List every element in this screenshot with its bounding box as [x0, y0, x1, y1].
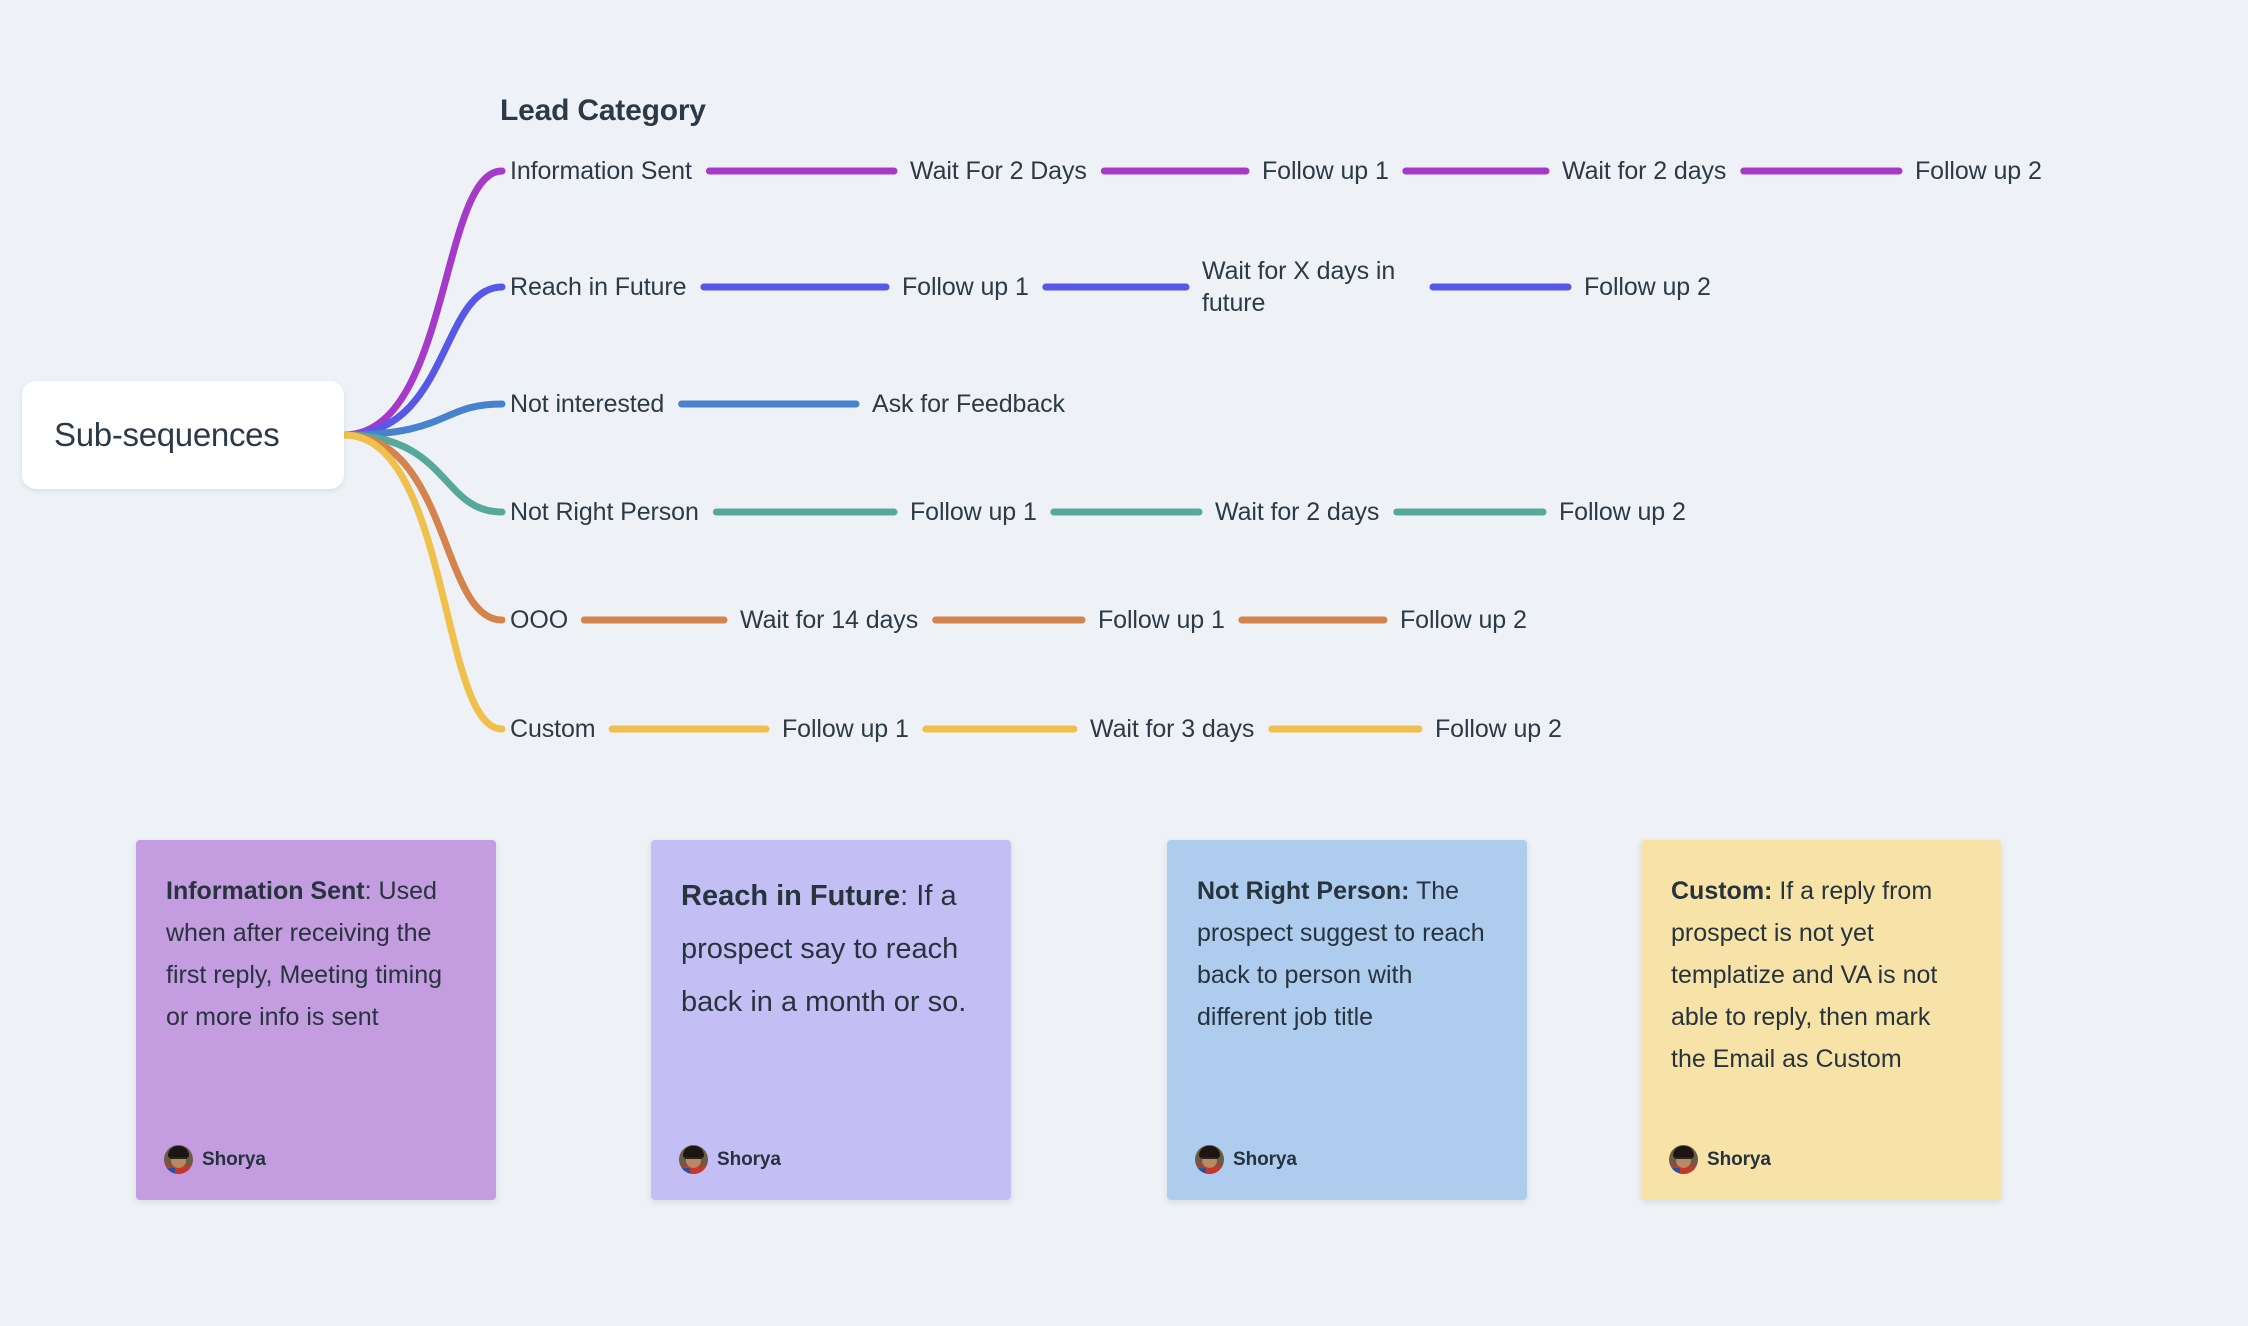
sticky-note-description: Used when after receiving the first repl… [166, 877, 443, 1031]
sticky-note-text: Custom: If a reply from prospect is not … [1671, 870, 1971, 1080]
avatar [164, 1145, 193, 1174]
sticky-note-title: Information Sent [166, 877, 365, 905]
note-author: Shorya [679, 1145, 781, 1174]
sticky-note[interactable]: Custom: If a reply from prospect is not … [1641, 840, 2001, 1200]
page-title: Lead Category [500, 94, 706, 127]
chain-node-label[interactable]: Wait for 2 days [1215, 498, 1380, 526]
chain-node-label[interactable]: Follow up 2 [1435, 715, 1562, 743]
sticky-note-text: Reach in Future: If a prospect say to re… [681, 870, 981, 1029]
chain-node-label[interactable]: Follow up 1 [782, 715, 909, 743]
root-node[interactable]: Sub-sequences [22, 381, 344, 489]
chain-node-label[interactable]: Wait for 14 days [740, 606, 919, 634]
chain-node-label[interactable]: Follow up 2 [1584, 273, 1711, 301]
chain-node-label[interactable]: Wait For 2 Days [910, 157, 1087, 185]
sticky-note-text: Information Sent: Used when after receiv… [166, 870, 466, 1038]
chain-node-label[interactable]: Follow up 1 [902, 273, 1029, 301]
avatar [1669, 1145, 1698, 1174]
author-name: Shorya [1233, 1148, 1297, 1170]
branch-label[interactable]: Not Right Person [510, 498, 699, 526]
sticky-note-title: Reach in Future [681, 880, 901, 912]
branch-label[interactable]: Not interested [510, 390, 665, 418]
chain-node-label[interactable]: Wait for X days in future [1202, 257, 1396, 317]
sticky-note-title: Custom: [1671, 877, 1773, 905]
note-author: Shorya [1195, 1145, 1297, 1174]
sticky-note[interactable]: Not Right Person: The prospect suggest t… [1167, 840, 1527, 1200]
sticky-note-title: Not Right Person: [1197, 877, 1410, 905]
root-node-label: Sub-sequences [54, 416, 280, 453]
author-name: Shorya [1707, 1148, 1771, 1170]
sticky-note-separator: : [364, 877, 372, 905]
chain-node-label[interactable]: Follow up 1 [1262, 157, 1389, 185]
branch-label[interactable]: OOO [510, 606, 569, 634]
chain-node-label[interactable]: Follow up 2 [1400, 606, 1527, 634]
chain-node-label[interactable]: Follow up 2 [1915, 157, 2042, 185]
branch-label[interactable]: Custom [510, 715, 596, 743]
sticky-note-description: The prospect suggest to reach back to pe… [1197, 877, 1485, 1031]
chain-node-label[interactable]: Follow up 1 [1098, 606, 1225, 634]
author-name: Shorya [202, 1148, 266, 1170]
sticky-note-description: If a reply from prospect is not yet temp… [1671, 877, 1938, 1073]
chain-node-label[interactable]: Ask for Feedback [872, 390, 1065, 418]
avatar [1195, 1145, 1224, 1174]
sticky-note[interactable]: Information Sent: Used when after receiv… [136, 840, 496, 1200]
chain-node-label[interactable]: Follow up 2 [1559, 498, 1686, 526]
note-author: Shorya [1669, 1145, 1771, 1174]
branch-label[interactable]: Reach in Future [510, 273, 687, 301]
branch-label[interactable]: Information Sent [510, 157, 692, 185]
avatar [679, 1145, 708, 1174]
chain-node-label[interactable]: Follow up 1 [910, 498, 1037, 526]
chain-node-label[interactable]: Wait for 2 days [1562, 157, 1727, 185]
note-author: Shorya [164, 1145, 266, 1174]
sticky-note[interactable]: Reach in Future: If a prospect say to re… [651, 840, 1011, 1200]
sticky-note-text: Not Right Person: The prospect suggest t… [1197, 870, 1497, 1038]
chain-node-label[interactable]: Wait for 3 days [1090, 715, 1255, 743]
author-name: Shorya [717, 1148, 781, 1170]
sticky-note-separator: : [900, 880, 909, 912]
sticky-note-description: If a prospect say to reach back in a mon… [681, 880, 967, 1018]
